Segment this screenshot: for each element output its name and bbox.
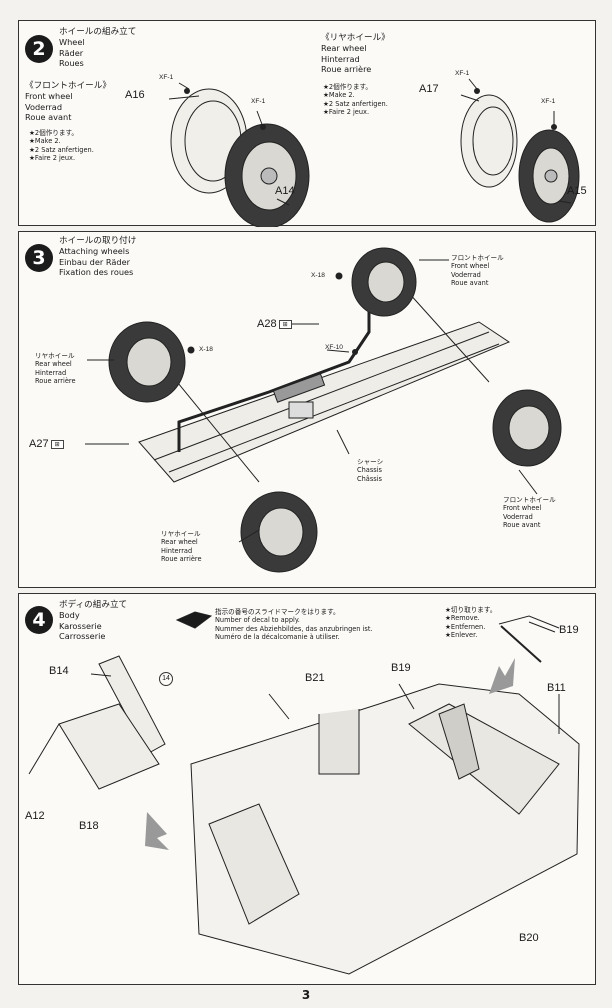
step-2-front-wheel-label: 《フロントホイール》 Front wheel Voderrad Roue ava… (25, 81, 111, 123)
step-3-panel: 3 ホイールの取り付け Attaching wheels Einbau der … (18, 231, 596, 588)
part-count-tag: ⊞ (50, 439, 64, 449)
step-2-panel: 2 ホイールの組み立て Wheel Räder Roues 《フロントホイール》… (18, 20, 596, 227)
step-4-body-illustration (28, 611, 580, 975)
step-2-wheel-illustration (168, 78, 580, 227)
paint-xf10-label: XF-10 (325, 344, 343, 351)
cut-instruction: ★切り取ります。 ★Remove. ★Entfernen. ★Enlever. (445, 606, 497, 640)
decal-instruction: 指示の番号のスライドマークをはります。 Number of decal to a… (215, 608, 373, 642)
part-a14-label: A14 (275, 185, 295, 197)
step-3-chassis-label: シャーシ Chassis Châssis (357, 458, 384, 483)
step-4-title: ボディの組み立て Body Karosserie Carrosserie (59, 600, 128, 642)
part-a17-label: A17 (419, 83, 439, 95)
part-x18-label: X-18 (199, 346, 213, 353)
paint-xf1-label: XF-1 (541, 98, 556, 105)
step-3-rear-wheel-label-bottom: リヤホイール Rear wheel Hinterrad Roue arrière (161, 530, 202, 564)
step-3-number: 3 (25, 244, 53, 272)
step-2-rear-wheel-label: 《リヤホイール》 Rear wheel Hinterrad Roue arriè… (321, 33, 390, 75)
paint-xf1-label: XF-1 (251, 98, 266, 105)
step-3-front-wheel-label-bottom: フロントホイール Front wheel Voderrad Roue avant (503, 496, 556, 530)
part-b18-label: B18 (79, 820, 99, 832)
part-x18-label: X-18 (311, 272, 325, 279)
part-a28-label: A28⊞ (257, 318, 292, 330)
part-a16-label: A16 (125, 89, 145, 101)
step-3-chassis-illustration (85, 247, 562, 573)
paint-xf1-label: XF-1 (159, 74, 174, 81)
step-4-panel: 4 ボディの組み立て Body Karosserie Carrosserie 指… (18, 593, 596, 985)
step-3-rear-wheel-label-left: リヤホイール Rear wheel Hinterrad Roue arrière (35, 352, 76, 386)
step-3-front-wheel-label-top: フロントホイール Front wheel Voderrad Roue avant (451, 254, 504, 288)
decal-number-badge: 14 (159, 672, 173, 686)
step-4-number: 4 (25, 606, 53, 634)
step-2-rear-note: ★2個作ります。 ★Make 2. ★2 Satz anfertigen. ★F… (323, 83, 388, 117)
part-b11-label: B11 (547, 682, 566, 694)
part-a12-label: A12 (25, 810, 45, 822)
part-b21-label: B21 (305, 672, 325, 684)
part-a15-label: A15 (567, 185, 587, 197)
part-b20-label: B20 (519, 932, 539, 944)
step-2-title: ホイールの組み立て Wheel Räder Roues (59, 27, 137, 69)
part-a27-label: A27⊞ (29, 438, 64, 450)
step-2-number: 2 (25, 35, 53, 63)
page-number: 3 (301, 988, 311, 1002)
part-b14-label: B14 (49, 665, 69, 677)
part-b19-label: B19 (559, 624, 579, 636)
step-3-title: ホイールの取り付け Attaching wheels Einbau der Rä… (59, 236, 137, 278)
paint-xf1-label: XF-1 (455, 70, 470, 77)
step-2-front-note: ★2個作ります。 ★Make 2. ★2 Satz anfertigen. ★F… (29, 129, 94, 163)
part-count-tag: ⊞ (278, 319, 292, 329)
part-b19-label: B19 (391, 662, 411, 674)
